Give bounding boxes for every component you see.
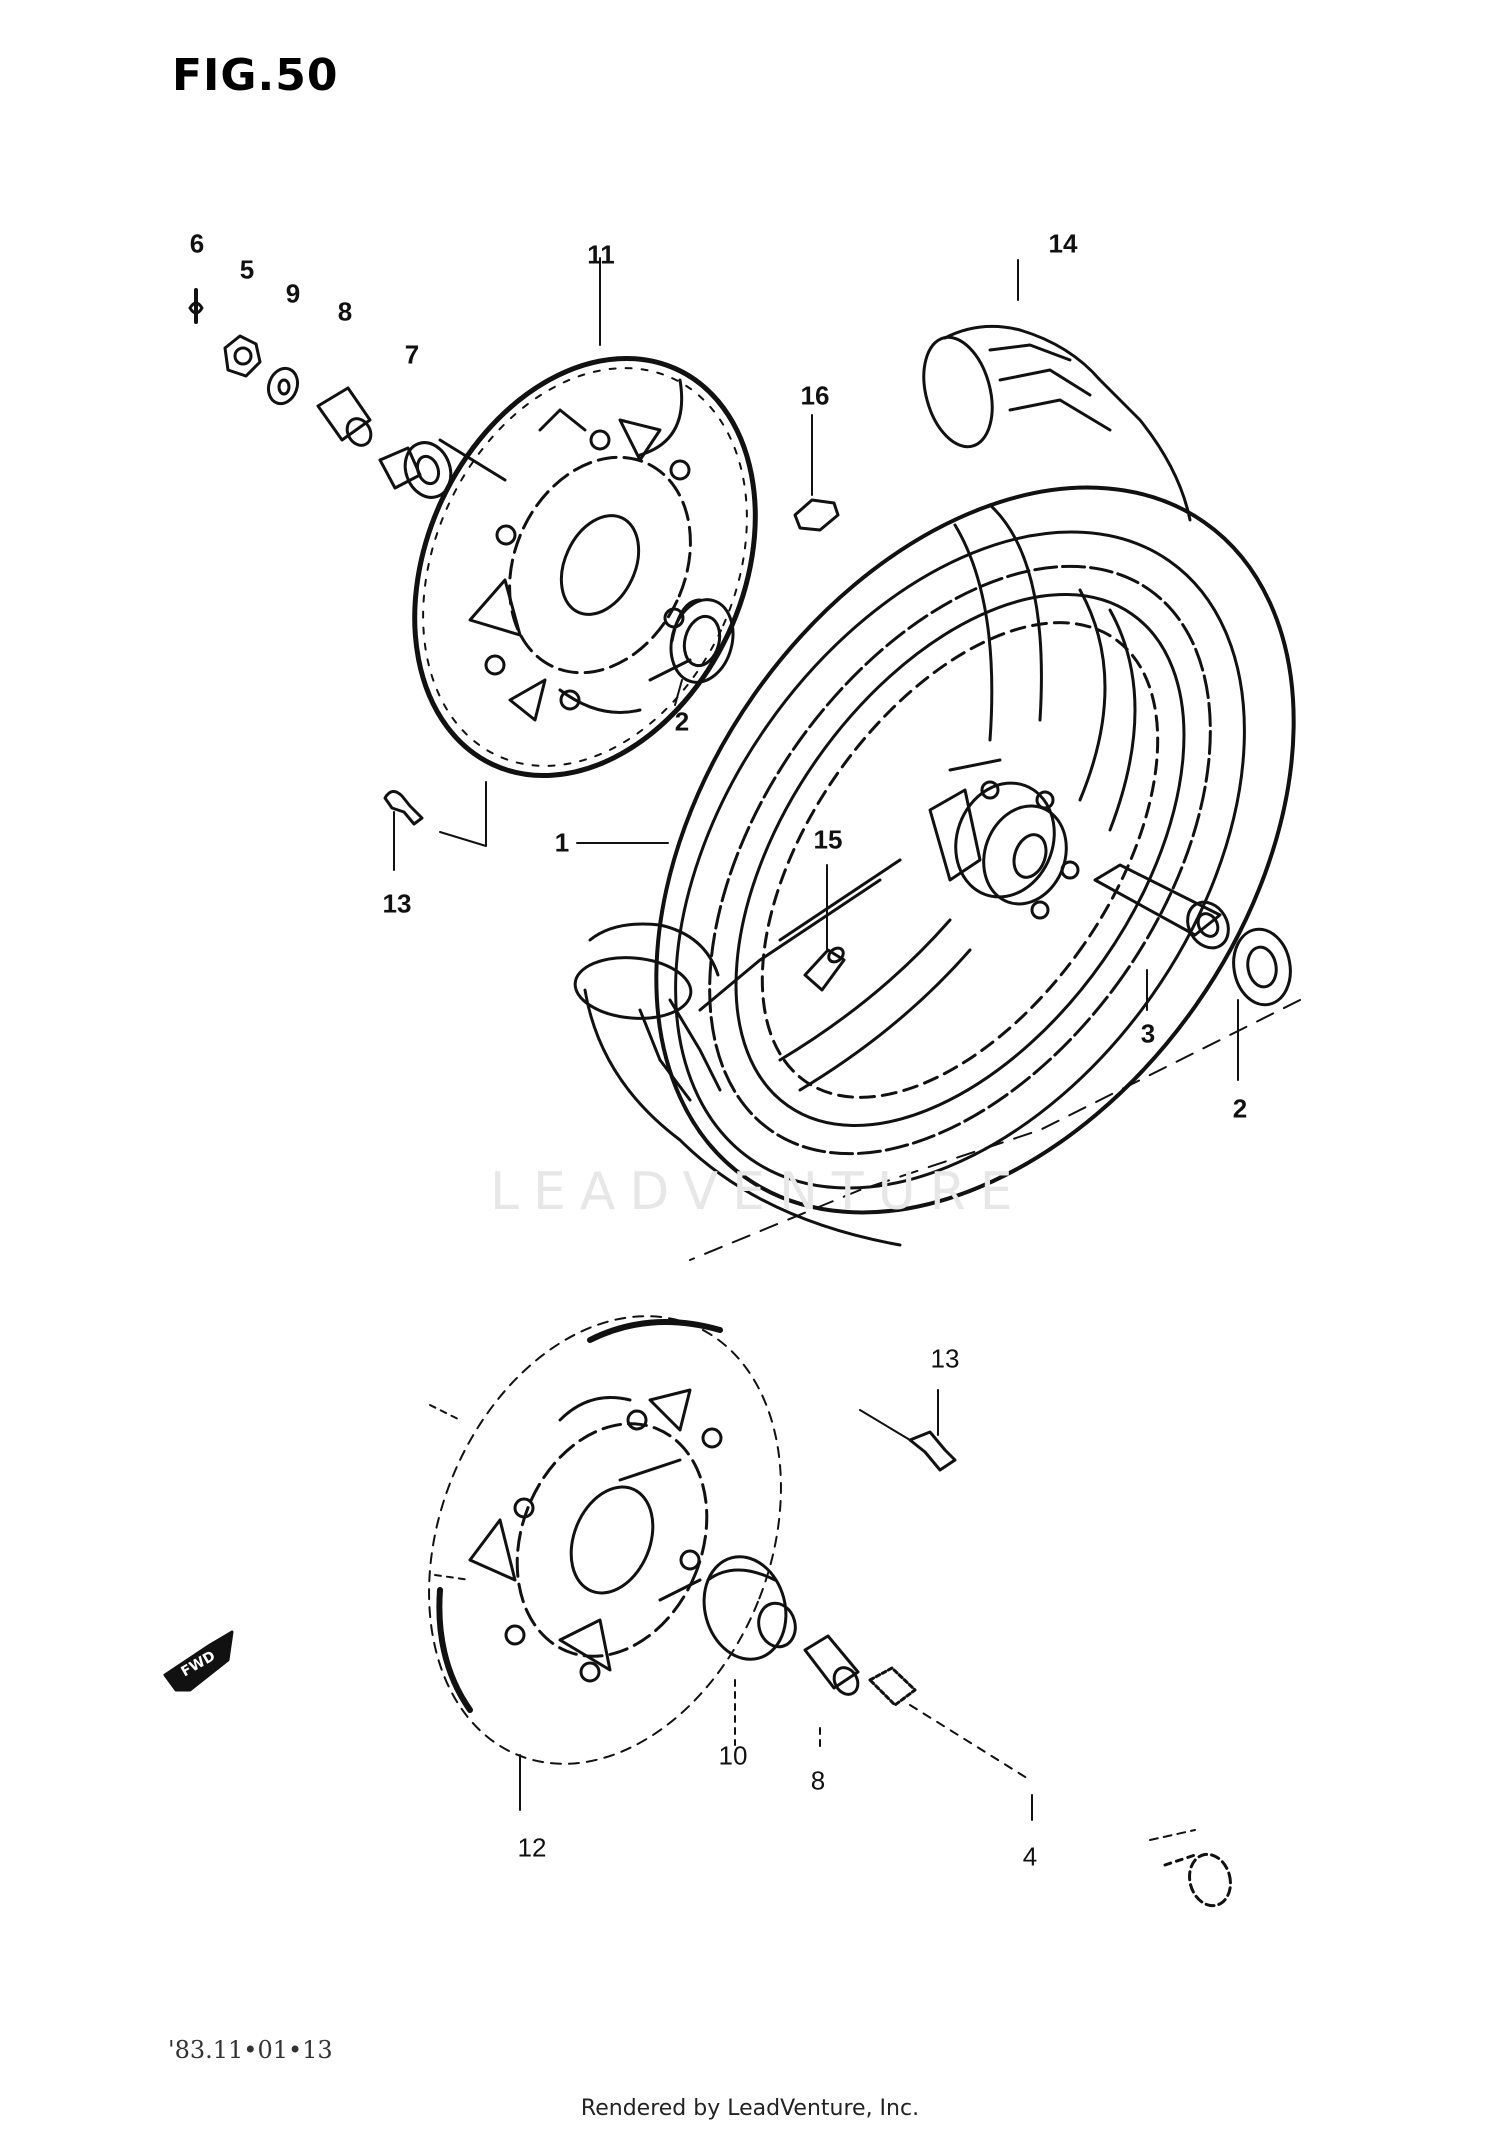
- footer-credit: Rendered by LeadVenture, Inc.: [580, 2096, 920, 2121]
- figure-title: FIG.50: [172, 50, 339, 101]
- bearing-right: [1232, 927, 1292, 1007]
- callout-10: 10: [718, 1740, 748, 1771]
- callout-2-right: 2: [1232, 1093, 1248, 1124]
- spacer-lower: [803, 1634, 860, 1696]
- fwd-arrow-icon: FWD: [163, 1630, 234, 1692]
- front-axle: [1093, 863, 1230, 950]
- disc-bolt-lower: [908, 1430, 957, 1472]
- callout-14: 14: [1048, 228, 1078, 259]
- callout-8-upper: 8: [337, 296, 353, 327]
- callout-3: 3: [1140, 1018, 1156, 1049]
- callout-11: 11: [587, 239, 615, 270]
- leader-lines: [393, 257, 1239, 1821]
- axle-stub: [868, 1666, 917, 1707]
- axle-end: [1149, 1829, 1232, 1908]
- disc-bolt-upper: [383, 790, 424, 826]
- brake-disc-upper: [412, 355, 758, 779]
- collar: [378, 441, 453, 499]
- watermark: LEADVENTURE: [490, 1162, 1027, 1222]
- brake-disc-lower: [428, 1315, 782, 1765]
- callout-4: 4: [1022, 1841, 1038, 1872]
- callout-9: 9: [285, 278, 301, 309]
- callout-13-upper: 13: [382, 888, 412, 919]
- callout-15: 15: [813, 824, 843, 855]
- collar-lower: [702, 1555, 797, 1661]
- bearing-left: [669, 598, 735, 684]
- callout-13-lower: 13: [930, 1343, 960, 1374]
- callout-12: 12: [517, 1832, 547, 1863]
- callout-6: 6: [189, 228, 205, 259]
- callout-16: 16: [800, 380, 830, 411]
- drawing-code: '83.11•01•13: [168, 2036, 333, 2064]
- callout-2-left: 2: [674, 706, 690, 737]
- callout-8-lower: 8: [810, 1765, 826, 1796]
- cotter-pin: [188, 288, 204, 324]
- spacer-upper: [316, 386, 373, 447]
- axle-nut: [223, 334, 262, 378]
- callout-7: 7: [404, 339, 420, 370]
- washer: [266, 366, 300, 406]
- wheel-and-tire: [573, 324, 1301, 1261]
- callout-5: 5: [239, 254, 255, 285]
- callout-1: 1: [554, 827, 570, 858]
